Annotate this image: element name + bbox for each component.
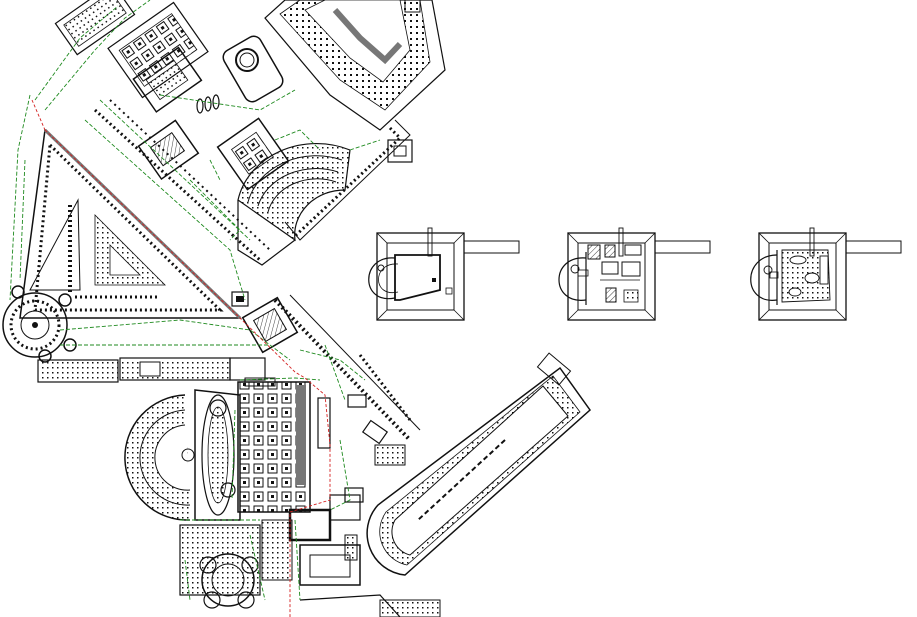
forum-upper-left: [54, 0, 290, 262]
floor-plan-level-1: [368, 227, 520, 321]
circulation-paths: [9, 0, 381, 601]
lower-cluster: [179, 494, 441, 617]
row-buildings: [37, 357, 266, 383]
circus-stadium: [366, 352, 592, 576]
triangular-forum: [19, 128, 242, 320]
temple-middle: [241, 294, 421, 442]
colonnade-forum-top: [264, 0, 446, 241]
rotunda-left: [2, 285, 77, 363]
theater-lower: [124, 389, 241, 521]
gridded-hall: [237, 377, 311, 513]
street-structures: [317, 354, 412, 503]
hemicycle-markets: [231, 142, 351, 307]
imperial-fora-site-plan: [2, 0, 592, 617]
floor-plan-level-3: [750, 227, 902, 321]
site-boundary: [31, 99, 331, 617]
floor-plan-level-2: [558, 227, 711, 321]
